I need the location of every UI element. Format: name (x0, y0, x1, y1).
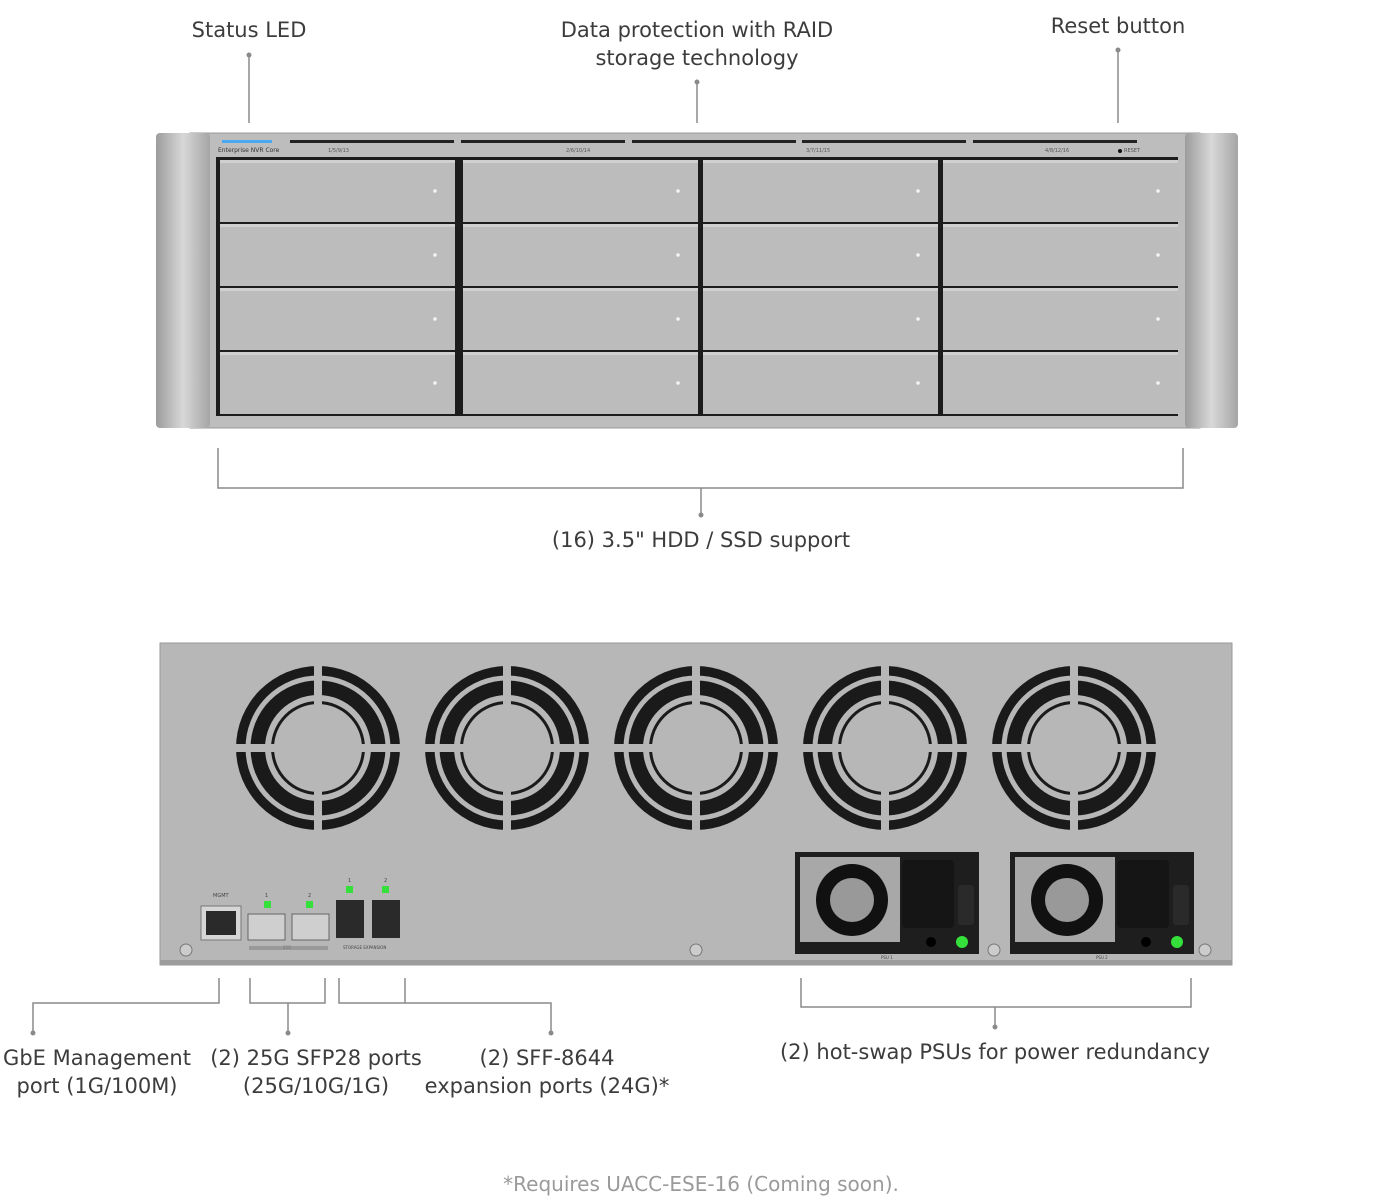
psu-label: PSU 1 (881, 955, 893, 960)
drive-led (1156, 381, 1160, 385)
sfp-group-label: 25G (283, 945, 292, 950)
callout-status-led: Status LED (191, 18, 307, 42)
footnote: *Requires UACC-ESE-16 (Coming soon). (503, 1172, 899, 1196)
right-handle (1185, 133, 1238, 428)
callout-mgmt-line1: GbE Management (3, 1046, 191, 1070)
mgmt-label: MGMT (213, 893, 229, 899)
drive-led (1156, 189, 1160, 193)
drive-bay[interactable] (943, 288, 1178, 350)
drive-bay[interactable] (463, 160, 698, 222)
reset-button (1118, 149, 1122, 153)
drive-bay[interactable] (463, 224, 698, 286)
drive-bay[interactable] (943, 160, 1178, 222)
callout-sfp-line2: (25G/10G/1G) (242, 1074, 390, 1098)
drive-bay[interactable] (463, 288, 698, 350)
drive-led (433, 253, 437, 257)
drive-bay[interactable] (703, 288, 938, 350)
drive-led (916, 189, 920, 193)
drive-led (676, 381, 680, 385)
psu-1-led (956, 936, 968, 948)
fan-grille (234, 664, 402, 832)
drive-bay[interactable] (220, 160, 455, 222)
drive-bay[interactable] (943, 224, 1178, 286)
callout-psu: (2) hot-swap PSUs for power redundancy (779, 1040, 1211, 1064)
drive-bay[interactable] (943, 352, 1178, 414)
callout-reset: Reset button (1050, 14, 1186, 38)
callout-sff-line1: (2) SFF-8644 (479, 1046, 615, 1070)
bay-group-label: 4/8/12/16 (1045, 148, 1070, 154)
fan-grille (801, 664, 969, 832)
drive-bay[interactable] (703, 160, 938, 222)
sfp-led-2 (306, 901, 313, 908)
drive-led (916, 317, 920, 321)
drive-led (916, 253, 920, 257)
reset-label: RESET (1124, 148, 1141, 154)
psu-1 (795, 852, 979, 954)
sff-port-1 (336, 900, 364, 938)
callout-raid-line2: storage technology (595, 46, 799, 70)
sfp-port-label: 2 (308, 893, 312, 899)
bay-group-label: 3/7/11/15 (806, 148, 831, 154)
callout-raid-line1: Data protection with RAID (560, 18, 834, 42)
sfp-port-2 (291, 913, 330, 941)
drive-bay[interactable] (463, 352, 698, 414)
callout-mgmt-line2: port (1G/100M) (16, 1074, 178, 1098)
drive-bay[interactable] (220, 224, 455, 286)
drive-led (433, 317, 437, 321)
psu-2 (1010, 852, 1194, 954)
drive-bay[interactable] (220, 352, 455, 414)
fan-grille (990, 664, 1158, 832)
left-handle (156, 133, 210, 428)
drive-led (916, 381, 920, 385)
drive-bay[interactable] (220, 288, 455, 350)
status-led (222, 140, 272, 143)
drive-bay[interactable] (703, 352, 938, 414)
drive-led (676, 189, 680, 193)
sff-group-label: STORAGE EXPANSION (343, 945, 387, 950)
drive-bays (220, 160, 1178, 414)
drive-led (433, 189, 437, 193)
sff-port-label: 1 (348, 878, 352, 884)
drive-led (433, 381, 437, 385)
callout-sff-line2: expansion ports (24G)* (424, 1074, 670, 1098)
sff-port-label: 2 (384, 878, 388, 884)
drive-led (676, 317, 680, 321)
drive-bay[interactable] (703, 224, 938, 286)
bay-group-label: 1/5/9/13 (328, 148, 349, 154)
brand-label: Enterprise NVR Core (218, 147, 280, 154)
drive-led (676, 253, 680, 257)
callout-drives: (16) 3.5" HDD / SSD support (551, 528, 851, 552)
callout-sfp-line1: (2) 25G SFP28 ports (210, 1046, 422, 1070)
drive-led (1156, 253, 1160, 257)
psu-2-led (1171, 936, 1183, 948)
fan-grille (612, 664, 780, 832)
fan-grille (423, 664, 591, 832)
fans (234, 664, 1158, 832)
sfp-port-1 (247, 913, 286, 941)
sfp-port-label: 1 (265, 893, 269, 899)
sfp-led-1 (264, 901, 271, 908)
bay-group-label: 2/6/10/14 (566, 148, 591, 154)
sff-port-2 (372, 900, 400, 938)
drive-led (1156, 317, 1160, 321)
psu-label: PSU 2 (1096, 955, 1108, 960)
